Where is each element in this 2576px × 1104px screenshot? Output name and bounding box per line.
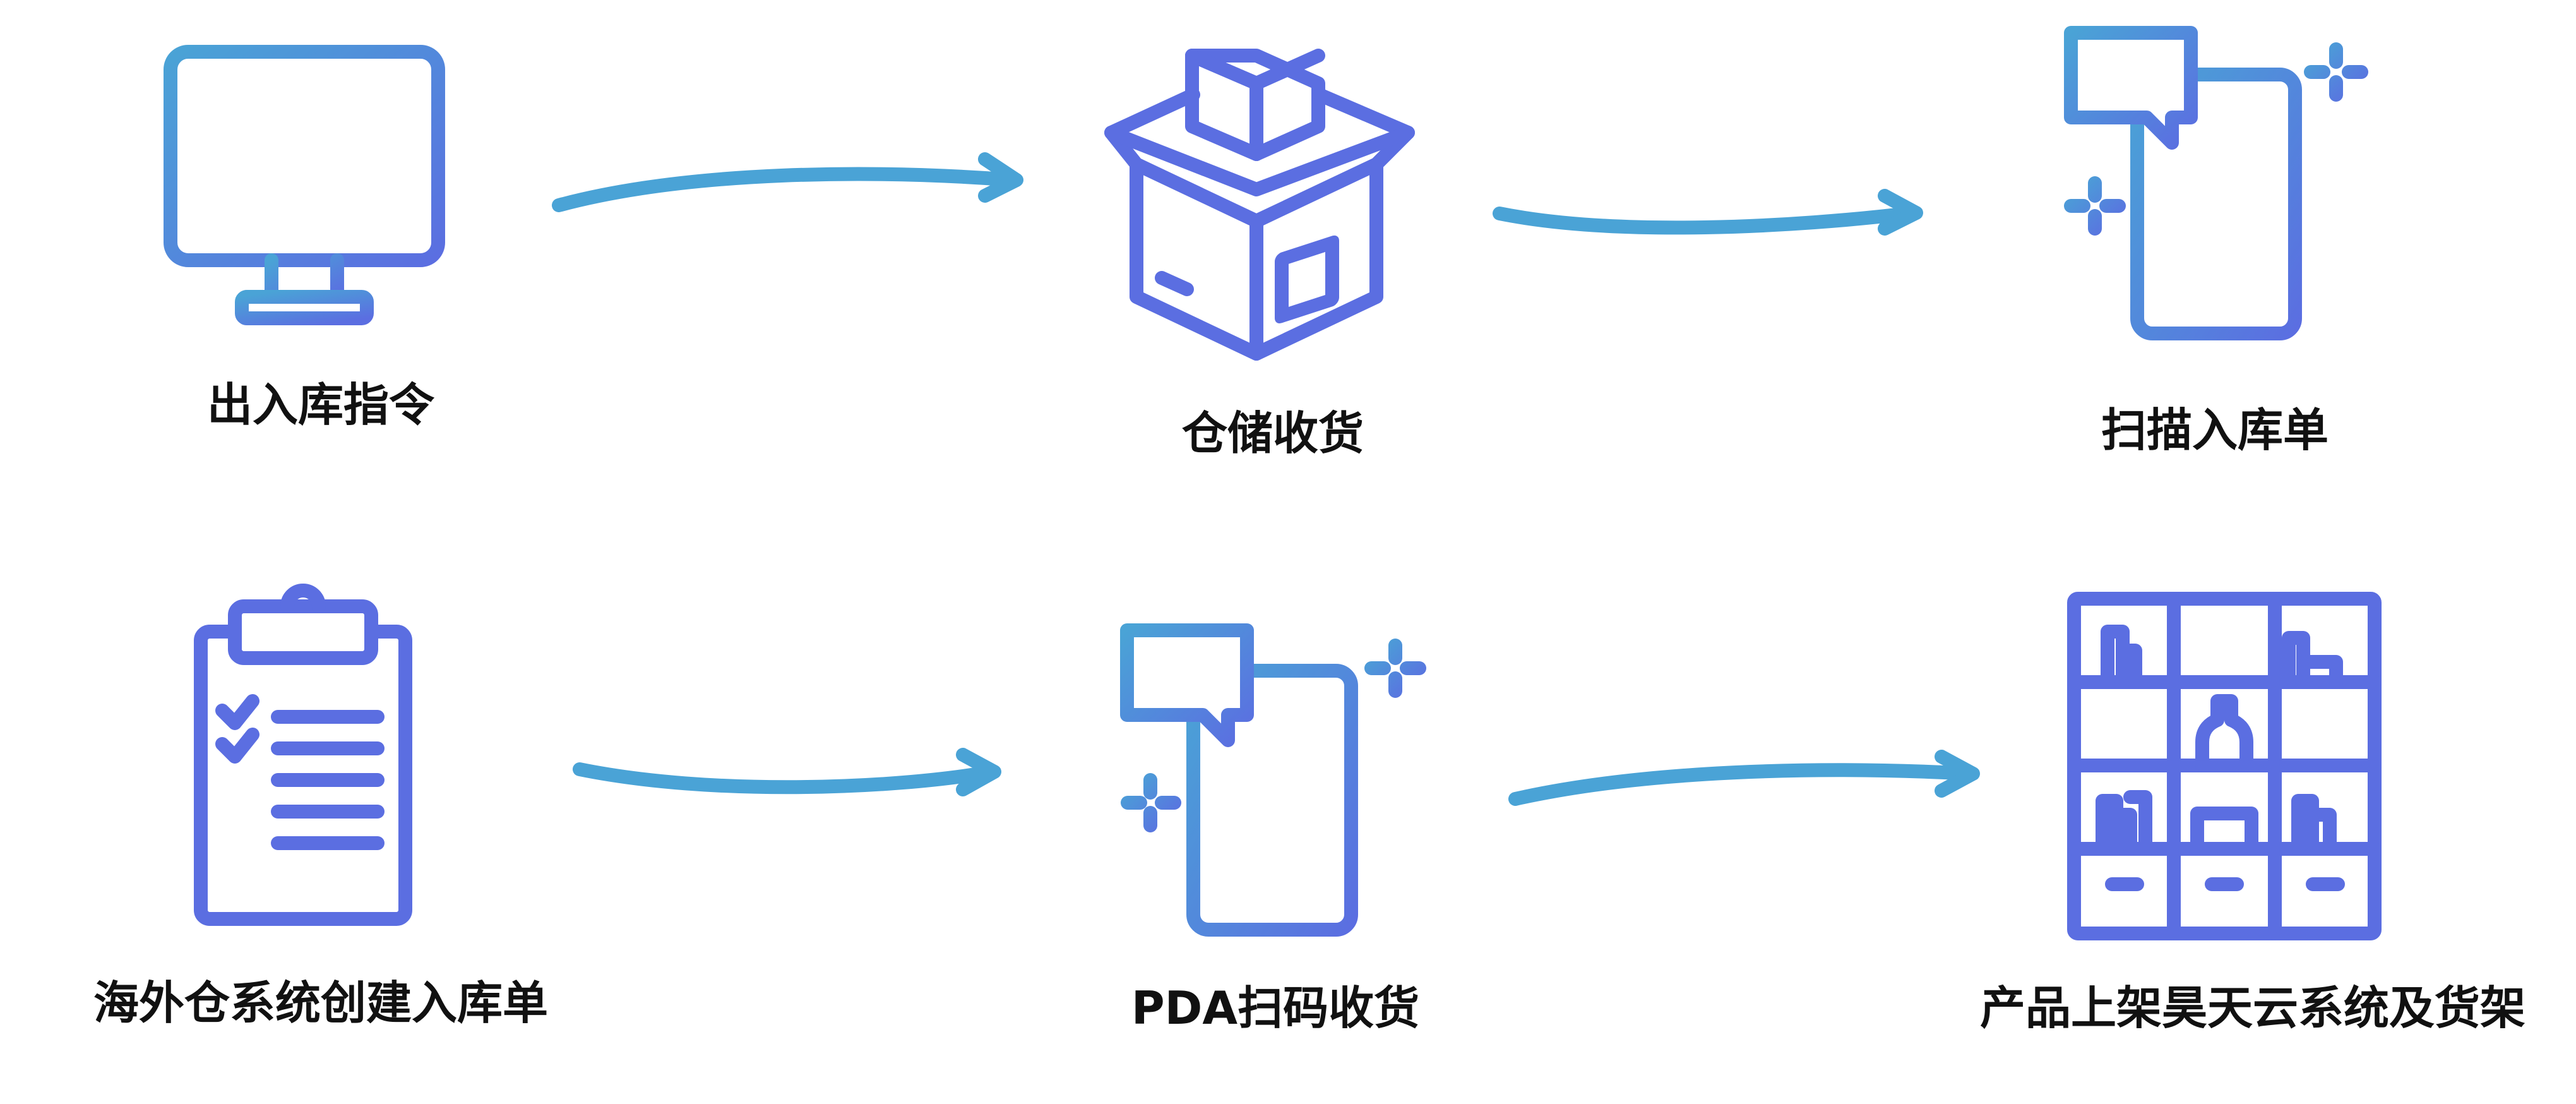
arrow-3 bbox=[573, 748, 1001, 796]
arrow-4 bbox=[1508, 750, 1980, 806]
step-label-3: 扫描入库单 bbox=[2101, 404, 2329, 457]
phone-scan-icon bbox=[1120, 623, 1426, 937]
step-label-1: 出入库指令 bbox=[206, 378, 435, 431]
arrow-2 bbox=[1493, 189, 1923, 236]
open-box-icon bbox=[1104, 49, 1415, 361]
step-label-2: 仓储收货 bbox=[1181, 407, 1364, 460]
phone-scan-icon bbox=[2064, 26, 2368, 340]
monitor-icon bbox=[164, 45, 445, 325]
clipboard-checklist-icon bbox=[194, 584, 412, 926]
step-label-4: 海外仓系统创建入库单 bbox=[93, 976, 549, 1029]
step-label-6: 产品上架昊天云系统及货架 bbox=[1979, 981, 2526, 1035]
arrow-1 bbox=[552, 152, 1023, 212]
step-label-5: PDA扫码收货 bbox=[1131, 981, 1420, 1035]
shelf-icon bbox=[2067, 592, 2382, 940]
